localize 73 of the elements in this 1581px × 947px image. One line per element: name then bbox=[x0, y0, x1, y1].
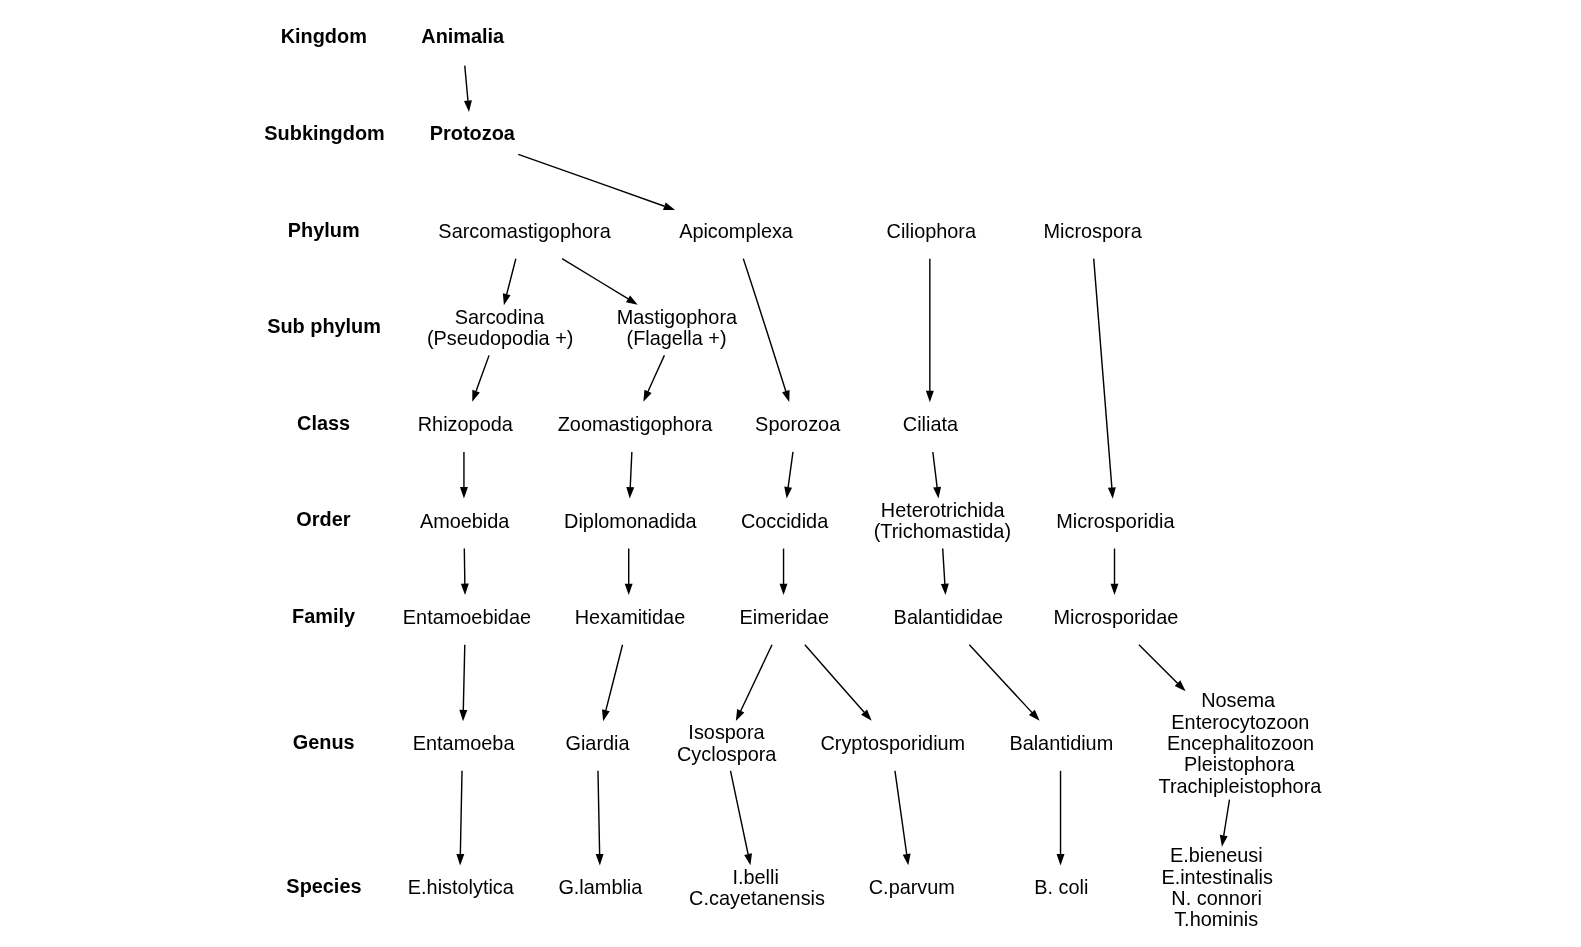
arrow bbox=[560, 257, 638, 305]
arrow bbox=[729, 770, 752, 866]
arrow bbox=[1110, 547, 1118, 596]
arrow bbox=[471, 354, 490, 402]
node-text: E.histolytica bbox=[407, 876, 514, 899]
label: Kingdom bbox=[280, 25, 367, 48]
label: Subkingdom bbox=[263, 121, 385, 144]
arrow bbox=[735, 644, 773, 722]
node-text: Sarcodina (Pseudopodia +) bbox=[426, 305, 573, 350]
arrow bbox=[624, 547, 633, 596]
node-text: Balantididae bbox=[893, 606, 1003, 629]
label: Phylum bbox=[287, 218, 360, 241]
arrow bbox=[1092, 257, 1116, 499]
node-text: Entamoeba bbox=[412, 732, 514, 755]
node-text: G.lamblia bbox=[557, 876, 642, 899]
arrow bbox=[595, 770, 604, 866]
arrow bbox=[1137, 644, 1186, 692]
node-text: Entamoebidae bbox=[402, 606, 531, 629]
node-text: Microspora bbox=[1042, 219, 1142, 242]
node-text: Coccidida bbox=[740, 509, 828, 532]
node-text: Eimeridae bbox=[739, 606, 829, 629]
arrow bbox=[779, 547, 788, 596]
arrow bbox=[625, 451, 634, 499]
node-text: Sporozoa bbox=[754, 413, 840, 436]
arrow bbox=[803, 644, 872, 721]
node-text: Animalia bbox=[420, 25, 504, 48]
node-text: Giardia bbox=[565, 732, 630, 755]
arrow bbox=[931, 451, 941, 499]
node-text: E.bieneusi E.intestinalis N. connori T.hominis bbox=[1160, 844, 1273, 931]
node-text: Microsporidia bbox=[1055, 509, 1174, 532]
label: Species bbox=[285, 874, 362, 897]
node-text: C.parvum bbox=[868, 876, 955, 899]
arrow bbox=[783, 451, 794, 499]
arrow bbox=[925, 257, 934, 403]
arrow bbox=[502, 258, 517, 306]
node-text: Isospora Cyclospora bbox=[676, 721, 776, 765]
label: Family bbox=[291, 604, 355, 627]
node-text: Mastigophora (Flagella +) bbox=[616, 305, 737, 350]
arrow bbox=[742, 257, 790, 402]
node-text: Protozoa bbox=[429, 121, 515, 144]
node-text: I.belli C.cayetanensis bbox=[688, 865, 825, 909]
node-text: Ciliata bbox=[902, 413, 958, 436]
arrow bbox=[893, 770, 911, 866]
node-text: Diplomonadida bbox=[563, 509, 697, 532]
node-text: Nosema Enterocytozoon Encephalitozoon Pleistophora Trachipleistophora bbox=[1158, 689, 1321, 797]
arrow bbox=[455, 770, 464, 866]
label: Class bbox=[296, 411, 350, 434]
node-text: Balantidium bbox=[1008, 732, 1113, 755]
node-text: Rhizopoda bbox=[417, 413, 513, 436]
label: Genus bbox=[292, 730, 355, 753]
label: Sub phylum bbox=[266, 315, 381, 338]
arrow bbox=[463, 64, 472, 113]
arrow bbox=[642, 354, 665, 402]
node-text: Zoomastigophora bbox=[557, 413, 712, 436]
arrow bbox=[517, 153, 675, 210]
arrow bbox=[460, 547, 469, 596]
node-text: Ciliophora bbox=[886, 219, 976, 242]
node-text: Apicomplexa bbox=[678, 219, 793, 242]
arrow bbox=[1056, 770, 1065, 866]
arrow bbox=[1219, 798, 1230, 847]
arrow bbox=[459, 451, 468, 499]
node-text: Amoebida bbox=[419, 509, 509, 532]
arrow bbox=[968, 644, 1040, 721]
node-text: Sarcomastigophora bbox=[437, 219, 611, 242]
node-text: Microsporidae bbox=[1052, 606, 1178, 629]
arrow bbox=[940, 547, 949, 596]
node-text: Heterotrichida (Trichomastida) bbox=[873, 499, 1011, 543]
arrow bbox=[458, 644, 467, 722]
node-text: Hexamitidae bbox=[574, 606, 685, 629]
node-text: B. coli bbox=[1033, 876, 1088, 899]
node-text: Cryptosporidium bbox=[819, 732, 965, 755]
label: Order bbox=[295, 508, 350, 531]
arrow bbox=[601, 644, 623, 722]
